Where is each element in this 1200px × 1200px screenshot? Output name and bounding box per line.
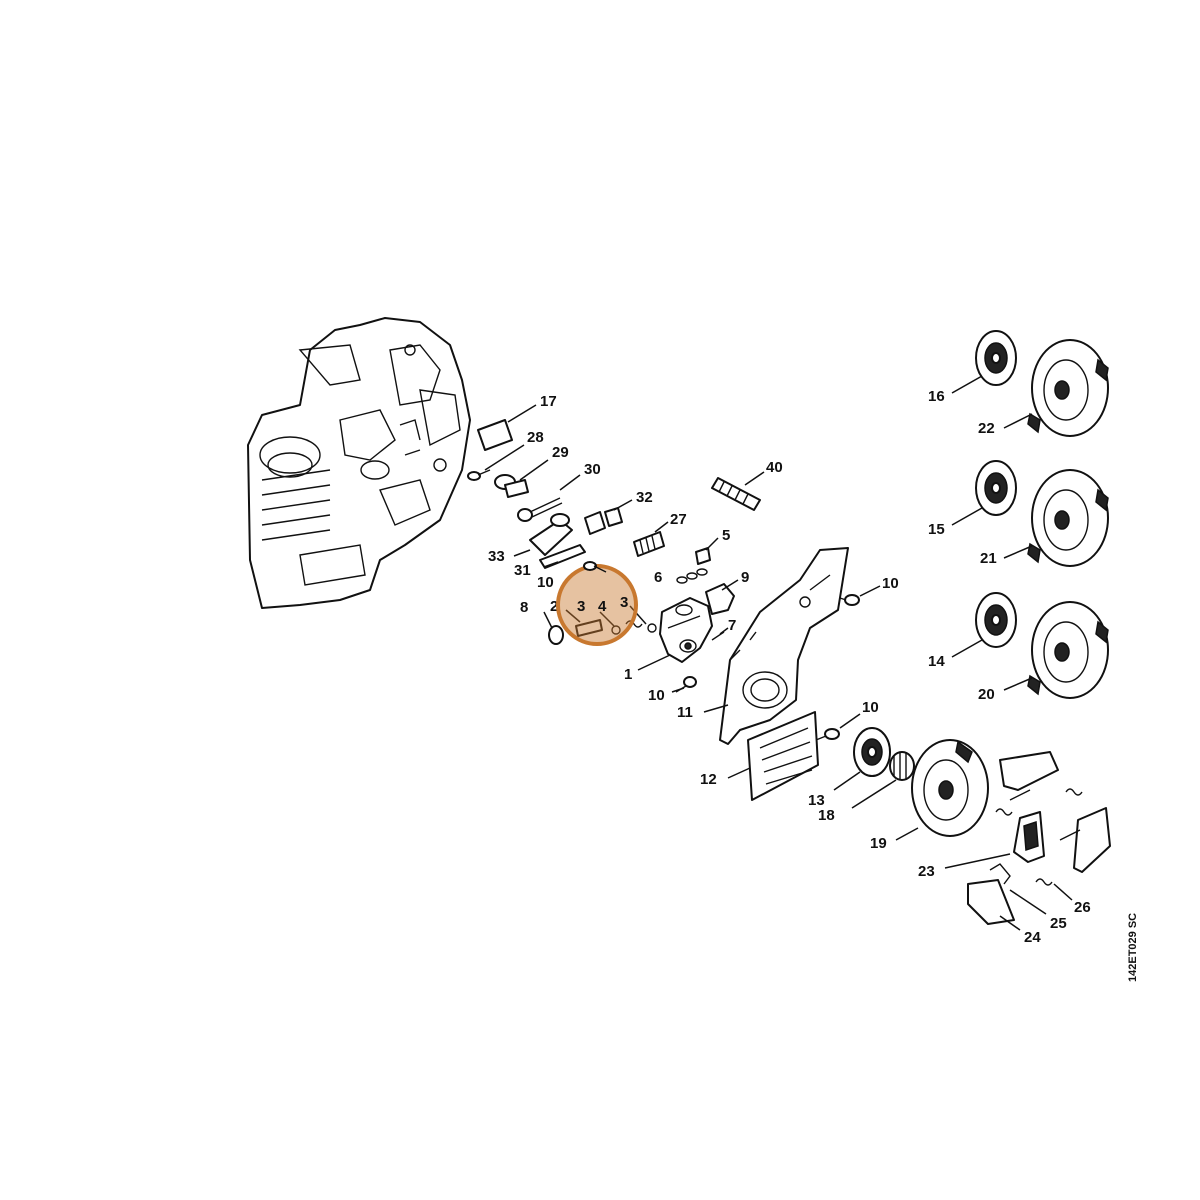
part-31: 31 xyxy=(514,544,586,579)
part-17: 17 xyxy=(477,393,557,451)
callout-22: 22 xyxy=(978,420,995,437)
callout-29: 29 xyxy=(552,444,569,461)
callout-27: 27 xyxy=(670,511,687,528)
callout-13: 13 xyxy=(808,792,825,809)
callout-15: 15 xyxy=(928,521,945,538)
part-18: 18 xyxy=(818,751,915,824)
part-40: 40 xyxy=(711,459,783,511)
part-3 xyxy=(625,605,657,633)
callout-9: 9 xyxy=(741,569,749,586)
callout-12: 12 xyxy=(700,771,717,788)
part-5: 5 xyxy=(695,527,730,565)
part-19: 19 xyxy=(870,739,989,852)
part-10-lower: 10 xyxy=(815,699,879,741)
part-16: 16 xyxy=(928,330,1017,405)
callout-2: 2 xyxy=(550,598,558,615)
part-8: 8 xyxy=(520,599,564,645)
callout-25: 25 xyxy=(1050,915,1067,932)
part-6: 6 xyxy=(654,568,708,586)
part-27: 27 xyxy=(633,511,687,557)
part-4 xyxy=(599,611,621,635)
callout-26: 26 xyxy=(1074,899,1091,916)
part-12: 12 xyxy=(700,711,819,801)
part-15: 15 xyxy=(928,460,1017,538)
callout-10-top: 10 xyxy=(537,574,554,591)
callout-24: 24 xyxy=(1024,929,1041,946)
callout-17: 17 xyxy=(540,393,557,410)
callout-10-right: 10 xyxy=(882,575,899,592)
drawing-code: 142ET029 SC xyxy=(1127,913,1139,982)
part-9: 9 xyxy=(705,569,749,615)
callout-28: 28 xyxy=(527,429,544,446)
callout-16: 16 xyxy=(928,388,945,405)
callout-19: 19 xyxy=(870,835,887,852)
part-24: 24 xyxy=(967,879,1041,946)
part-10-top: 10 xyxy=(537,561,607,591)
callout-33: 33 xyxy=(488,548,505,565)
engine-housing xyxy=(247,317,471,609)
callout-4: 4 xyxy=(598,598,607,615)
callout-6: 6 xyxy=(654,569,662,586)
part-28: 28 xyxy=(467,429,544,481)
callout-3-left: 3 xyxy=(577,598,585,615)
callout-23: 23 xyxy=(918,863,935,880)
part-32: 32 xyxy=(584,489,653,535)
callout-3-right: 3 xyxy=(620,594,628,611)
callout-14: 14 xyxy=(928,653,945,670)
callout-18: 18 xyxy=(818,807,835,824)
part-33: 33 xyxy=(488,513,573,565)
callout-21: 21 xyxy=(980,550,997,567)
part-30: 30 xyxy=(517,461,601,522)
part-25: 25 xyxy=(989,808,1067,932)
callout-5: 5 xyxy=(722,527,730,544)
callout-20: 20 xyxy=(978,686,995,703)
part-7: 7 xyxy=(711,617,736,641)
part-2-spring: 2 xyxy=(550,598,603,637)
part-10-bottom: 10 xyxy=(648,676,697,704)
callout-40: 40 xyxy=(766,459,783,476)
part-23: 23 xyxy=(918,751,1111,880)
callout-10-lower: 10 xyxy=(862,699,879,716)
part-21: 21 xyxy=(980,469,1109,567)
callout-32: 32 xyxy=(636,489,653,506)
callout-7: 7 xyxy=(728,617,736,634)
part-29: 29 xyxy=(494,444,569,498)
callout-8: 8 xyxy=(520,599,528,616)
part-11: 11 xyxy=(677,547,849,745)
part-22: 22 xyxy=(978,339,1109,437)
callout-10-bottom: 10 xyxy=(648,687,665,704)
callout-31: 31 xyxy=(514,562,531,579)
part-13: 13 xyxy=(808,727,891,809)
callout-11: 11 xyxy=(677,704,693,721)
part-14: 14 xyxy=(928,592,1017,670)
part-20: 20 xyxy=(978,601,1109,703)
part-26: 26 xyxy=(1035,788,1091,916)
part-1: 1 xyxy=(624,597,713,683)
callout-1: 1 xyxy=(624,666,632,683)
callout-30: 30 xyxy=(584,461,601,478)
